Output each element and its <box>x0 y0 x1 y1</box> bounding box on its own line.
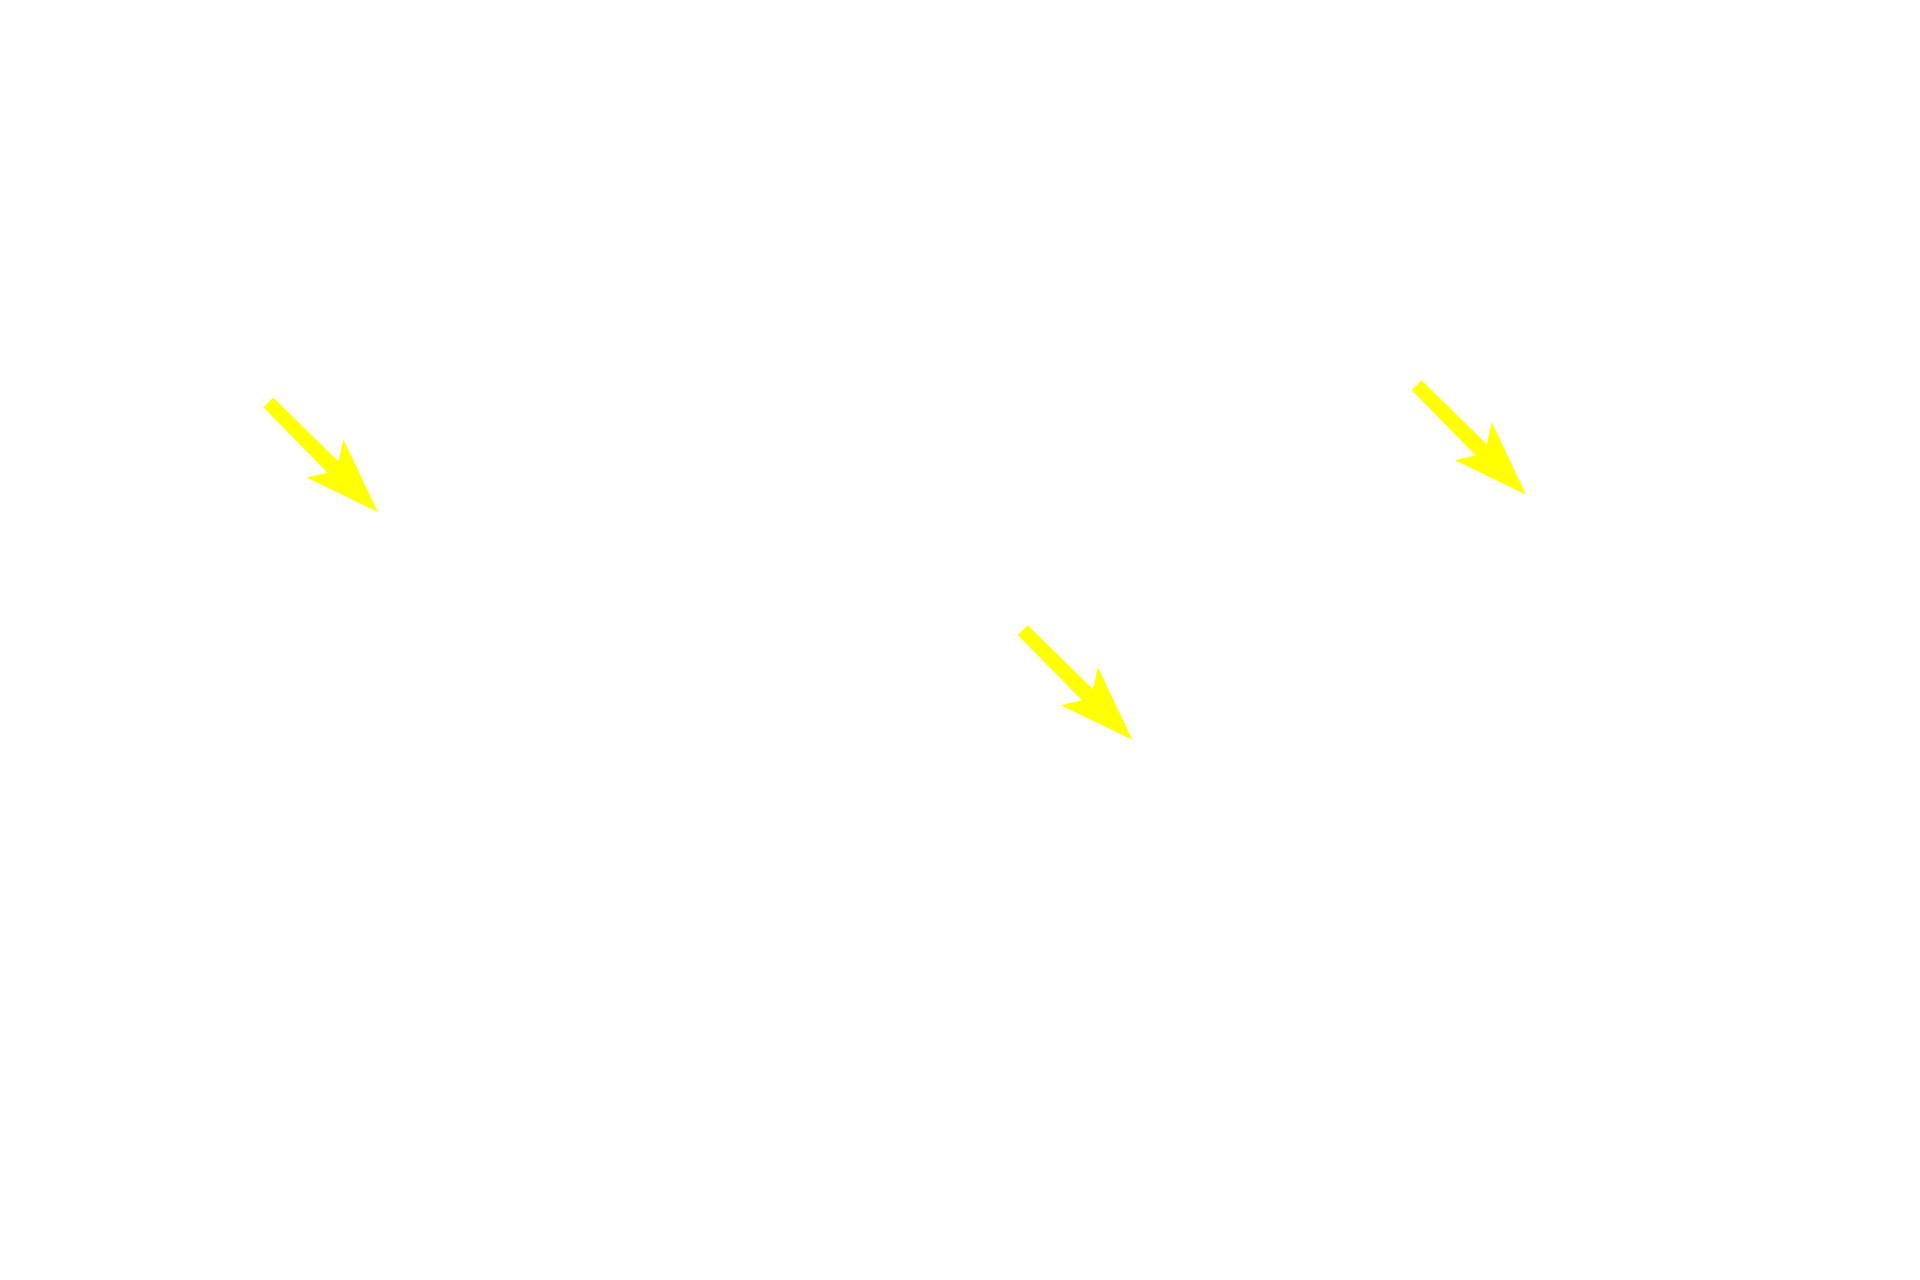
arrow-down-right-icon <box>1411 380 1527 495</box>
arrow-down-right-icon <box>263 397 378 512</box>
arrow-down-right-icon <box>1017 625 1133 740</box>
